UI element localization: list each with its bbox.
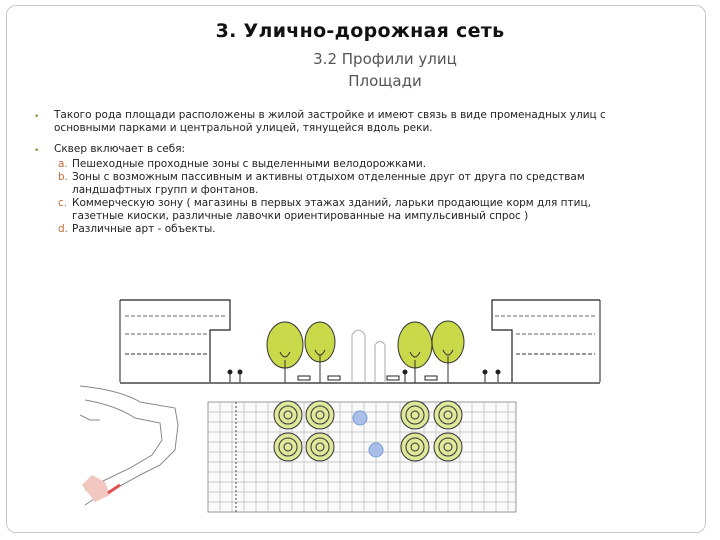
list-item-b: b.Зоны с возможным пассивным и активны о… xyxy=(58,171,585,183)
list-item-a: a.Пешеходные проходные зоны с выделенным… xyxy=(58,158,427,170)
left-building xyxy=(119,299,231,382)
slide-title: 3. Улично-дорожная сеть xyxy=(215,20,505,42)
pedestrian-icon xyxy=(227,369,501,382)
list-item-d: d.Различные арт - объекты. xyxy=(58,223,216,235)
slide-subtitle-2: Площади xyxy=(348,72,422,90)
bullet-1-line-1: Такого рода площади расположены в жилой … xyxy=(54,109,606,121)
bullet-2-text: Сквер включает в себя: xyxy=(54,143,186,155)
bench-icon xyxy=(297,375,438,381)
map-marker-icon xyxy=(107,483,121,495)
slide-frame xyxy=(6,5,706,533)
list-item-c-cont: газетные киоски, различные лавочки ориен… xyxy=(72,210,529,222)
section-drawing xyxy=(80,299,601,513)
fountain-icon xyxy=(352,410,384,458)
slide-subtitle: 3.2 Профили улиц xyxy=(313,50,457,68)
tree-icon xyxy=(431,320,465,383)
bullet-1-line-2: основными парками и центральной улицей, … xyxy=(54,122,433,134)
tree-icon xyxy=(304,321,336,383)
map-highlight xyxy=(82,475,110,502)
site-map xyxy=(80,385,179,506)
bullet-marker-icon: • xyxy=(34,146,40,156)
tree-icon xyxy=(266,321,304,383)
tree-plan-icon xyxy=(273,400,463,462)
list-item-c: c.Коммерческую зону ( магазины в первых … xyxy=(58,197,591,209)
street-lamp-icon xyxy=(351,329,386,383)
right-building xyxy=(491,299,601,382)
tree-icon xyxy=(397,321,433,383)
list-item-b-cont: ландшафтных групп и фонтанов. xyxy=(72,184,259,196)
bullet-marker-icon: • xyxy=(34,112,40,122)
